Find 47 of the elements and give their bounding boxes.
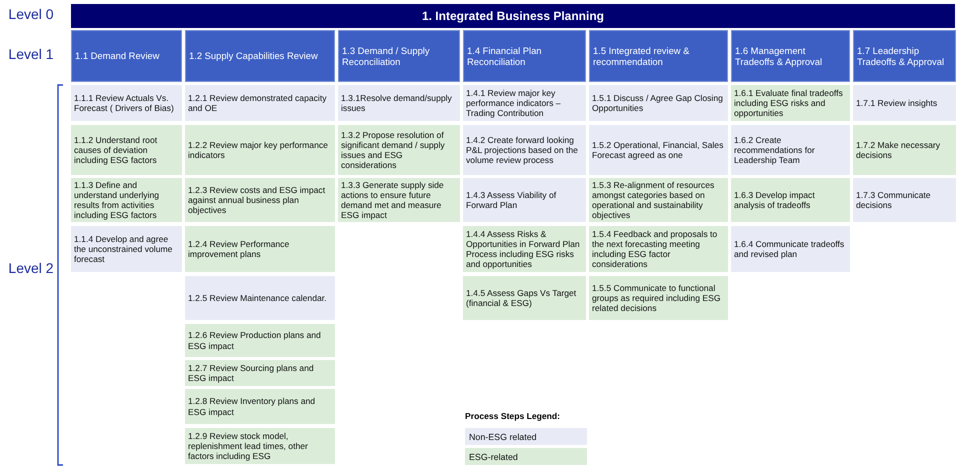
legend-title: Process Steps Legend: [465,411,560,421]
phase-header: 1.6 Management Tradeoffs & Approval [731,30,850,82]
process-step: 1.4.1 Review major key performance indicators – Trading Contribution [463,85,586,121]
process-step: 1.2.1 Review demonstrated capacity and OE [185,85,335,121]
phase-header: 1.2 Supply Capabilities Review [185,30,335,82]
process-step: 1.2.3 Review costs and ESG impact against annual business plan objectives [185,178,335,222]
process-step: 1.1.3 Define and understand underlying results from activities including ESG factors [71,178,182,222]
process-step: 1.2.2 Review major key performance indicators [185,125,335,175]
process-step: 1.2.5 Review Maintenance calendar. [185,276,335,320]
process-step: 1.7.1 Review insights [853,85,956,121]
process-step: 1.5.1 Discuss / Agree Gap Closing Opportunities [589,85,728,121]
process-step: 1.4.5 Assess Gaps Vs Target (financial & ESG) [463,276,586,320]
process-step: 1.4.4 Assess Risks & Opportunities in Forward Plan Process including ESG risks and opportunities [463,226,586,272]
process-step: 1.2.9 Review stock model, replenishment lead times, other factors including ESG [185,428,335,464]
process-step: 1.5.3 Re-alignment of resources amongst categories based on operational and sustainability objectives [589,178,728,222]
process-step: 1.6.1 Evaluate final tradeoffs including ESG risks and opportunities [731,85,850,121]
process-step: 1.6.3 Develop impact analysis of tradeoffs [731,178,850,222]
phase-header: 1.1 Demand Review [71,30,182,82]
process-step: 1.2.6 Review Production plans and ESG impact [185,324,335,357]
process-step: 1.2.4 Review Performance improvement plans [185,226,335,272]
process-step: 1.5.4 Feedback and proposals to the next forecasting meeting including ESG factor considerations [589,226,728,272]
process-step: 1.3.3 Generate supply side actions to ensure future demand met and measure ESG impact [338,178,460,222]
process-step: 1.6.2 Create recommendations for Leadership Team [731,125,850,175]
level-label: Level 2 [7,260,55,276]
phase-header: 1.7 Leadership Tradeoffs & Approval [853,30,956,82]
process-step: 1.1.2 Understand root causes of deviation including ESG factors [71,125,182,175]
title-banner: 1. Integrated Business Planning [71,4,955,28]
phase-header: 1.3 Demand / Supply Reconciliation [338,30,460,82]
phase-header: 1.5 Integrated review & recommendation [589,30,728,82]
process-step: 1.2.8 Review Inventory plans and ESG impact [185,389,335,424]
process-step: 1.6.4 Communicate tradeoffs and revised plan [731,226,850,272]
level-label: Level 1 [7,46,55,62]
legend-swatch: Non-ESG related [465,428,587,445]
legend-swatch: ESG-related [465,448,587,465]
process-step: 1.7.3 Communicate decisions [853,178,956,222]
phase-header: 1.4 Financial Plan Reconciliation [463,30,586,82]
process-step: 1.5.5 Communicate to functional groups as required including ESG related decisions [589,276,728,320]
process-step: 1.1.4 Develop and agree the unconstrained volume forecast [71,226,182,272]
process-step: 1.3.2 Propose resolution of significant demand / supply issues and ESG considerations [338,125,460,175]
level-label: Level 0 [7,6,55,22]
process-step: 1.2.7 Review Sourcing plans and ESG impact [185,360,335,386]
process-step: 1.4.2 Create forward looking P&L projections based on the volume review process [463,125,586,175]
process-step: 1.3.1Resolve demand/supply issues [338,85,460,121]
process-step: 1.4.3 Assess Viability of Forward Plan [463,178,586,222]
process-step: 1.5.2 Operational, Financial, Sales Forecast agreed as one [589,125,728,175]
process-step: 1.1.1 Review Actuals Vs. Forecast ( Drivers of Bias) [71,85,182,121]
process-step: 1.7.2 Make necessary decisions [853,125,956,175]
